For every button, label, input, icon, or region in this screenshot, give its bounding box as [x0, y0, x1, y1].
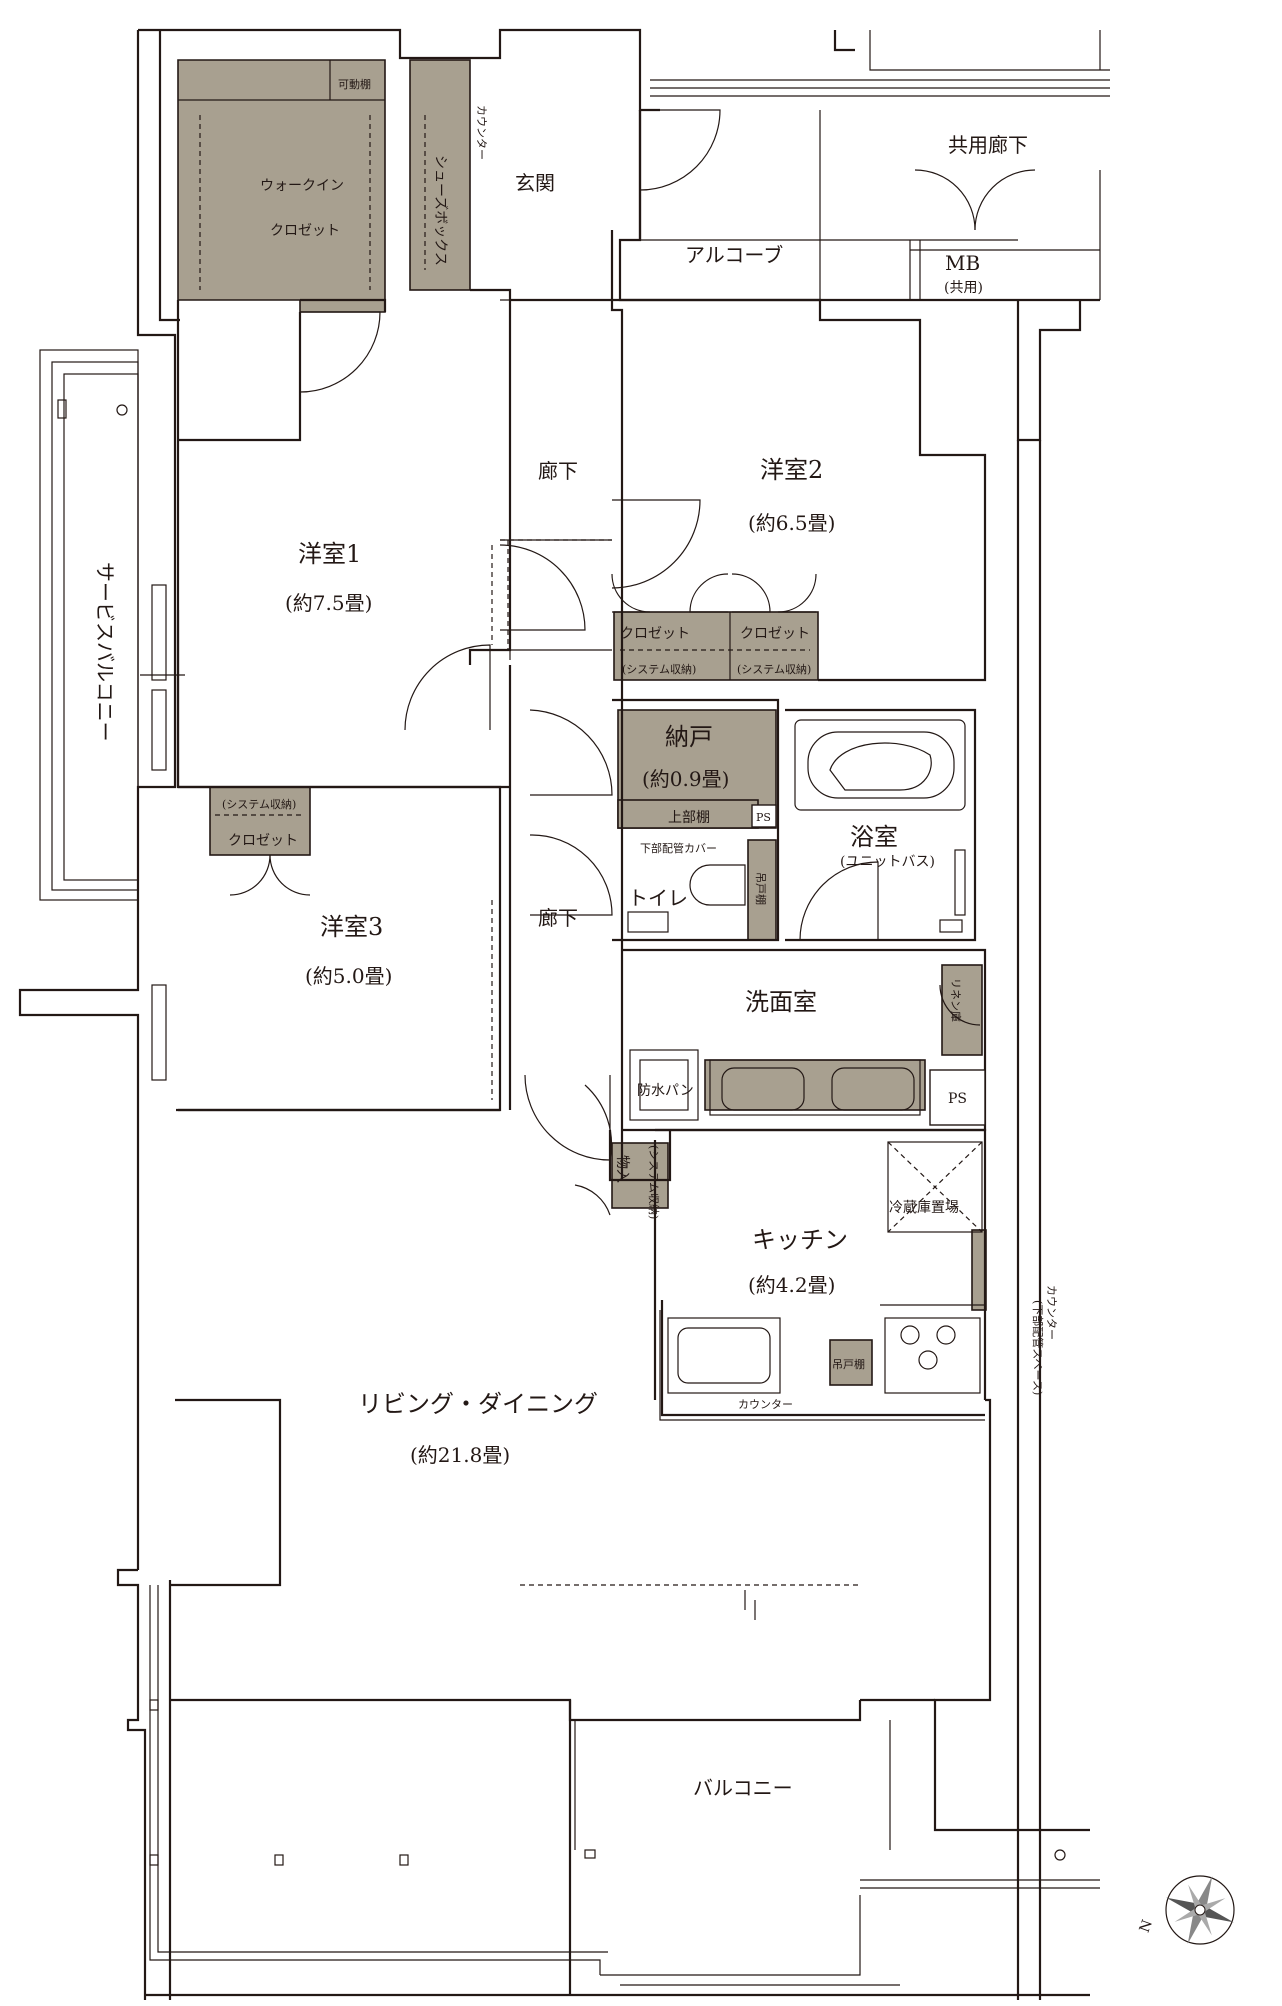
living-dining-size: (約21.8畳): [410, 1443, 510, 1467]
storage-fills: [177, 59, 987, 1386]
hallway-upper-label: 廊下: [538, 459, 578, 483]
kitchen-fixtures: [659, 1141, 985, 1421]
common-corridor-label: 共用廊下: [948, 133, 1028, 157]
western-room-3-size: (約5.0畳): [305, 964, 392, 988]
storage-size: (約0.9畳): [642, 767, 729, 791]
bathroom-name: 浴室: [850, 823, 898, 851]
closet-b-note: (システム収納): [737, 663, 811, 676]
entrance-label: 玄関: [515, 171, 555, 195]
shoe-box-label: シューズボックス: [432, 155, 448, 266]
kitchen-size: (約4.2畳): [748, 1273, 835, 1297]
walk-in-closet-label-2: クロゼット: [270, 223, 340, 239]
compass-icon: [1165, 1875, 1235, 1945]
closet-3-name: クロゼット: [228, 833, 298, 849]
western-room-3-name: 洋室3: [320, 913, 383, 941]
closet-a-note: (システム収納): [622, 663, 696, 676]
hall-marks: [491, 540, 511, 1100]
storage-cabinet-name: 物入: [614, 1155, 630, 1183]
ps-upper-box: [751, 804, 777, 828]
outer-walls: [18, 28, 1100, 2000]
mb-note: (共用): [944, 280, 983, 296]
washroom-fixtures: [629, 1049, 986, 1126]
counter-right-name: カウンター: [1045, 1285, 1058, 1340]
storage-cabinet-note: (システム収納): [647, 1145, 660, 1219]
counter-kitchen-label: カウンター: [738, 1398, 793, 1411]
living-dining-name: リビング・ダイニング: [358, 1390, 598, 1418]
bathroom-note: (ユニットバス): [840, 854, 935, 870]
waterproof-pan-label: 防水パン: [637, 1083, 694, 1099]
balcony-label: バルコニー: [693, 1776, 793, 1800]
counter-right-note: (下部配管スペース): [1031, 1300, 1045, 1395]
closet-3-note: (システム収納): [222, 798, 296, 811]
western-room-1-name: 洋室1: [298, 540, 361, 568]
kitchen-name: キッチン: [752, 1226, 848, 1254]
walk-in-closet-label-1: ウォークイン: [260, 178, 344, 194]
toilet-label: トイレ: [628, 886, 688, 910]
partitions: [180, 110, 1101, 1586]
fridge-space-label: 冷蔵庫置場: [889, 1199, 959, 1216]
bathtub: [794, 719, 966, 933]
washroom-label: 洗面室: [745, 988, 817, 1016]
alcove-label: アルコーブ: [685, 243, 783, 267]
upper-right-railing: [650, 30, 1110, 97]
compass-north-label: N: [1137, 1918, 1156, 1935]
balcony-window: [574, 1590, 891, 1859]
storage-shelf-label: 上部棚: [668, 810, 710, 826]
ps-lower-label: PS: [948, 1091, 967, 1107]
movable-shelf-label: 可動棚: [338, 77, 371, 91]
ld-rails: [149, 1585, 1100, 1986]
mb-label: MB: [945, 251, 980, 275]
linen-cabinet-label: リネン庫: [949, 978, 963, 1022]
closet-a-name: クロゼット: [620, 626, 690, 642]
storage-name: 納戸: [665, 723, 713, 751]
toilet-fixture: [627, 864, 746, 933]
service-balcony-label: サービスバルコニー: [93, 562, 117, 742]
hanging-cabinet-kitchen-label: 吊戸棚: [832, 1357, 865, 1371]
western-room-2-name: 洋室2: [760, 456, 823, 484]
closet-b-name: クロゼット: [740, 626, 810, 642]
ps-upper-label: PS: [756, 811, 771, 824]
western-room-1-size: (約7.5畳): [285, 591, 372, 615]
hallway-lower-label: 廊下: [538, 906, 578, 930]
pipe-cover-label: 下部配管カバー: [640, 841, 717, 855]
western-room-2-size: (約6.5畳): [748, 511, 835, 535]
counter-entry-label: カウンター: [475, 105, 488, 160]
door-swings: [229, 109, 1036, 1216]
hanging-cabinet-toilet-label: 吊戸棚: [754, 872, 768, 905]
